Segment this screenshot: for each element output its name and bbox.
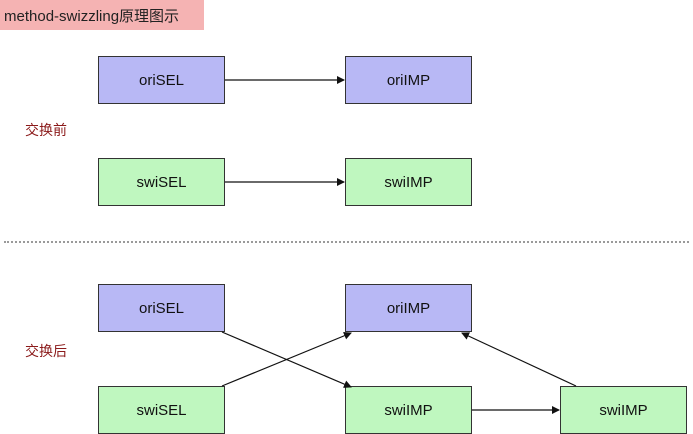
after-ori-imp-node: oriIMP: [345, 284, 472, 332]
before-ori-sel-node: oriSEL: [98, 56, 225, 104]
after-swi-imp-node: swiIMP: [345, 386, 472, 434]
after-ori-sel-node: oriSEL: [98, 284, 225, 332]
edge-after-swi-sel-to-ori-imp: [221, 331, 352, 387]
after-swi-sel-node: swiSEL: [98, 386, 225, 434]
before-swi-imp-node: swiIMP: [345, 158, 472, 206]
after-label: 交换后: [25, 344, 67, 360]
before-swi-sel-node: swiSEL: [98, 158, 225, 206]
diagram-title: method-swizzling原理图示: [0, 0, 204, 30]
before-ori-imp-node: oriIMP: [345, 56, 472, 104]
section-divider: [4, 241, 689, 243]
before-label: 交换前: [25, 123, 67, 139]
edge-after-swi-imp-2-to-ori-imp: [461, 332, 577, 387]
